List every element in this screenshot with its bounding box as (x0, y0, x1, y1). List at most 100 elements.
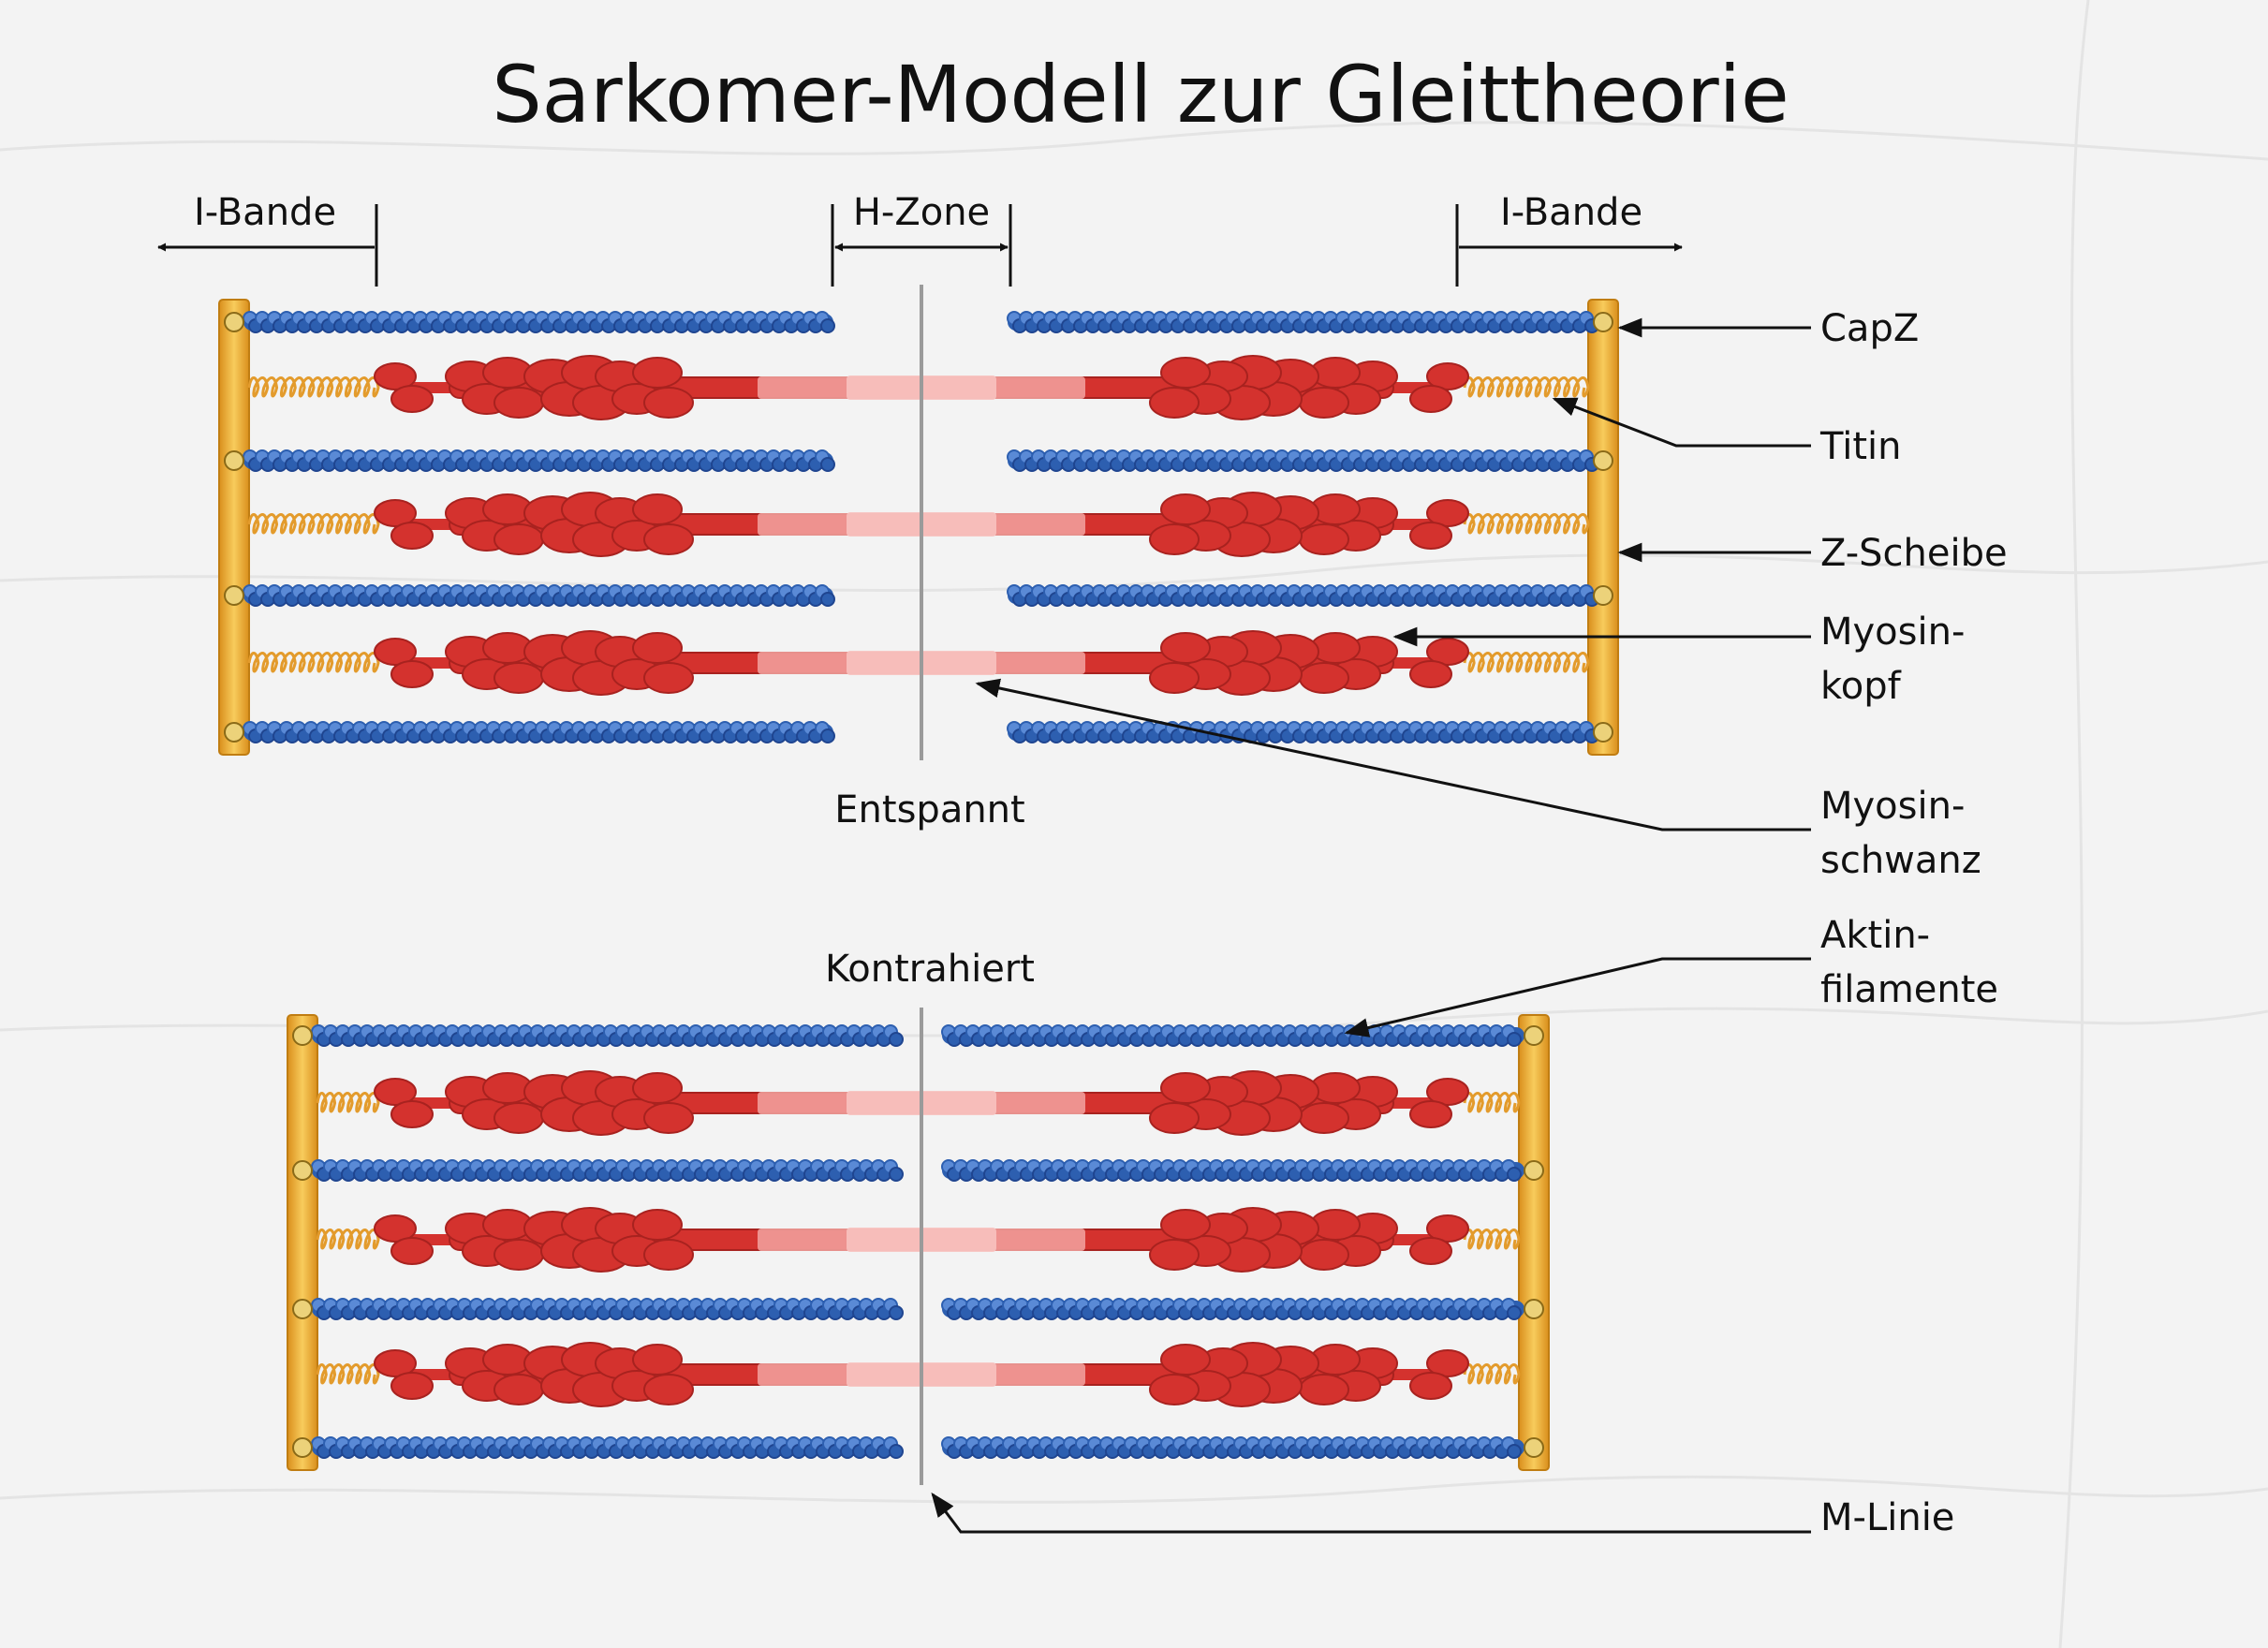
myosin-head (1426, 499, 1469, 527)
state-contracted-label: Kontrahiert (825, 948, 1035, 991)
capz-cap (1593, 312, 1613, 332)
h-zone-label: H-Zone (853, 191, 990, 234)
myosin-head (1160, 357, 1211, 389)
actin-filament (311, 1159, 904, 1182)
capz-cap (224, 450, 244, 471)
capz-cap (1524, 1025, 1544, 1046)
myosin-head (493, 387, 544, 419)
titin-spring (247, 652, 380, 673)
myosin-head (390, 660, 434, 688)
capz-cap (292, 1299, 313, 1319)
myosin-head (493, 1239, 544, 1271)
myosin-head (643, 1374, 694, 1405)
myosin-head (1409, 385, 1452, 413)
sarcomere-relaxed (218, 285, 1619, 760)
myosin-head (390, 1100, 434, 1128)
titin-spring (316, 1229, 380, 1250)
myosin-head (643, 1239, 694, 1271)
myosin-head (1299, 1374, 1349, 1405)
i-band-right-label: I-Bande (1500, 191, 1642, 234)
capz-cap (292, 1025, 313, 1046)
myosin-filament (374, 1207, 1469, 1273)
callout-capz: CapZ (1820, 307, 1919, 350)
capz-cap (1524, 1160, 1544, 1181)
myosin-head (1299, 387, 1349, 419)
myosin-filament (374, 1342, 1469, 1407)
actin-filament (311, 1024, 904, 1047)
callout-m-line: M-Linie (1820, 1496, 1954, 1539)
myosin-head (1409, 1237, 1452, 1265)
myosin-head (493, 1102, 544, 1134)
titin-spring (1463, 376, 1590, 398)
z-disc-right (1518, 1014, 1550, 1471)
actin-filament (311, 1436, 904, 1459)
myosin-head (1409, 1372, 1452, 1400)
myosin-head (1409, 660, 1452, 688)
capz-cap (1593, 722, 1613, 743)
myosin-head (1149, 1239, 1200, 1271)
page-title: Sarkomer-Modell zur Gleittheorie (492, 49, 1789, 140)
myosin-head (1426, 362, 1469, 390)
actin-filament (1007, 721, 1599, 743)
titin-spring (247, 376, 380, 398)
actin-filament (941, 1024, 1524, 1047)
callout-myosin-tail-line2: schwanz (1820, 839, 1981, 882)
titin-spring (1463, 1363, 1521, 1385)
myosin-head (1299, 662, 1349, 694)
myosin-head (632, 1209, 683, 1241)
callout-titin: Titin (1819, 425, 1901, 468)
myosin-head (390, 522, 434, 550)
myosin-head (1299, 523, 1349, 555)
myosin-head (1149, 1374, 1200, 1405)
myosin-head (643, 1102, 694, 1134)
myosin-head (632, 493, 683, 525)
actin-filament (941, 1436, 1524, 1459)
myosin-head (1426, 1214, 1469, 1243)
myosin-head (1409, 522, 1452, 550)
dimension-markers (157, 204, 1683, 287)
capz-cap (1524, 1437, 1544, 1458)
z-disc-right (1587, 299, 1619, 756)
myosin-head (632, 632, 683, 664)
capz-cap (224, 722, 244, 743)
z-disc-left (287, 1014, 318, 1471)
myosin-head (1426, 1078, 1469, 1106)
actin-filament (311, 1298, 904, 1320)
sarcomere-contracted (287, 1008, 1550, 1485)
myosin-head (374, 1349, 417, 1377)
titin-spring (1463, 652, 1590, 673)
callout-z-disc: Z-Scheibe (1820, 532, 2008, 575)
titin-spring (316, 1092, 380, 1113)
capz-cap (224, 585, 244, 606)
callout-myosin-tail-line1: Myosin- (1820, 785, 1965, 828)
myosin-head (1160, 632, 1211, 664)
myosin-head (643, 662, 694, 694)
myosin-head (1299, 1102, 1349, 1134)
titin-spring (1463, 513, 1590, 535)
actin-filament (941, 1159, 1524, 1182)
actin-filament (243, 721, 835, 743)
state-relaxed-label: Entspannt (834, 788, 1024, 831)
myosin-head (1149, 387, 1200, 419)
actin-filament (1007, 311, 1599, 333)
myosin-head (374, 638, 417, 666)
titin-spring (316, 1363, 380, 1385)
myosin-head (390, 1372, 434, 1400)
titin-spring (1463, 1092, 1521, 1113)
actin-filament (243, 584, 835, 607)
callout-actin-line1: Aktin- (1820, 914, 1930, 957)
actin-filament (941, 1298, 1524, 1320)
myosin-head (632, 357, 683, 389)
z-disc-left (218, 299, 250, 756)
myosin-head (632, 1344, 683, 1376)
myosin-head (1149, 523, 1200, 555)
myosin-head (1299, 1239, 1349, 1271)
titin-spring (247, 513, 380, 535)
myosin-head (632, 1072, 683, 1104)
myosin-head (1160, 493, 1211, 525)
i-band-left-label: I-Bande (194, 191, 336, 234)
capz-cap (292, 1160, 313, 1181)
actin-filament (1007, 449, 1599, 472)
myosin-head (1160, 1072, 1211, 1104)
